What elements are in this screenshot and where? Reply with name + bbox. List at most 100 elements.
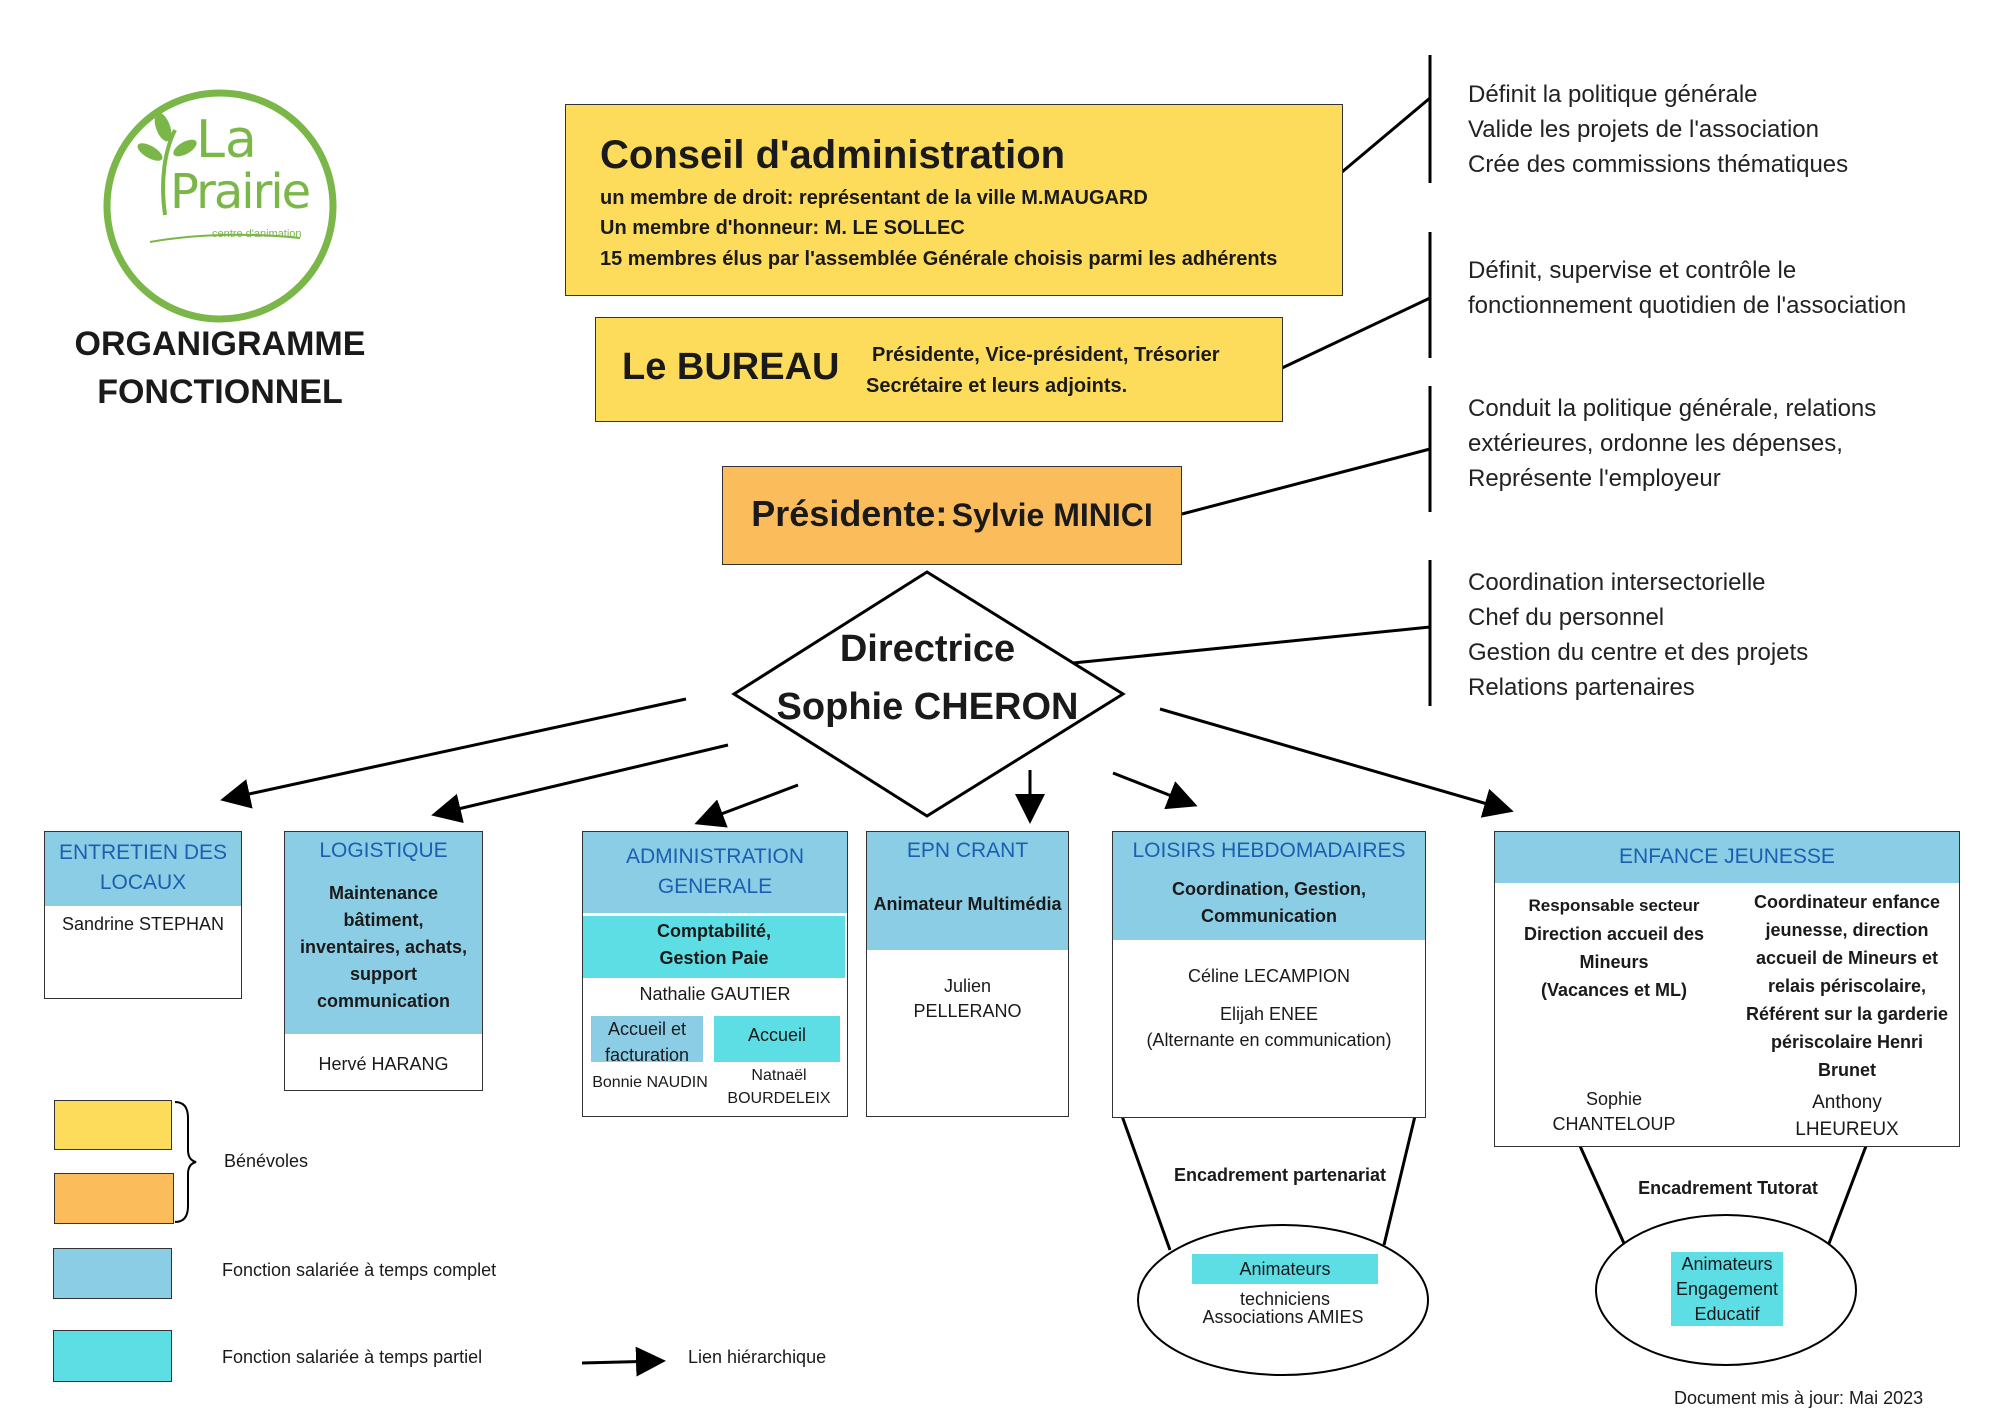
legend-swatch-yellow [54, 1100, 172, 1150]
page-title-line2: FONCTIONNEL [97, 373, 343, 411]
enfance-right-person-2: LHEUREUX [1795, 1119, 1899, 1140]
loisirs-person2: Elijah ENEE [1219, 1004, 1319, 1024]
enfance-right-3: accueil de Mineurs et [1755, 948, 1939, 968]
enfance-left-4: (Vacances et ML) [1540, 980, 1688, 1000]
note-directrice: Coordination intersectorielle Chef du pe… [1468, 565, 1808, 705]
enfance-right-5: Référent sur la garderie [1745, 1004, 1949, 1024]
logistique-person: Hervé HARANG [318, 1054, 449, 1074]
conseil-title: Conseil d'administration [600, 133, 1066, 177]
admin-sub-1: Comptabilité, [656, 921, 771, 941]
note-bureau-1: Définit, supervise et contrôle le [1468, 257, 1797, 284]
loisirs-sub-1: Coordination, Gestion, [1172, 879, 1366, 899]
legend-benevoles: Bénévoles [224, 1151, 309, 1171]
conseil-line2: Un membre d'honneur: M. LE SOLLEC [600, 217, 965, 239]
loisirs-sub-2: Communication [1200, 906, 1337, 926]
logo-text-prairie: Prairie [170, 164, 311, 220]
admin-person1: Nathalie GAUTIER [639, 984, 791, 1004]
admin-person2: Bonnie NAUDIN [592, 1074, 708, 1091]
legend-lien: Lien hiérarchique [688, 1347, 827, 1367]
epn-person-2: PELLERANO [913, 1001, 1022, 1021]
logo-text-la: La [196, 110, 257, 170]
note-directrice-3: Gestion du centre et des projets [1468, 639, 1809, 666]
admin-title-2: GENERALE [657, 875, 773, 898]
note-directrice-4: Relations partenaires [1468, 674, 1695, 701]
admin-accueil: Accueil [714, 1016, 840, 1062]
legend-swatch-orange [54, 1173, 174, 1224]
note-conseil: Définit la politique générale Valide les… [1468, 77, 1848, 182]
enfance-left-person-1: Sophie [1585, 1089, 1643, 1109]
partenariat-teal: Animateurs techniciens [1192, 1254, 1378, 1309]
conseil-line1: un membre de droit: représentant de la v… [600, 187, 1148, 209]
note-bureau-2: fonctionnement quotidien de l'associatio… [1468, 292, 1907, 319]
note-presidente: Conduit la politique générale, relations… [1468, 391, 1876, 496]
bureau-line2: Secrétaire et leurs adjoints. [866, 375, 1128, 397]
logistique-desc-4: support [350, 964, 417, 984]
note-conseil-1: Définit la politique générale [1468, 81, 1758, 108]
logistique-desc-5: communication [316, 991, 450, 1011]
presidente-name: Sylvie MINICI [951, 497, 1153, 533]
admin-accueil-fact: Accueil et facturation [591, 1016, 703, 1065]
dept-admin: ADMINISTRATION GENERALE Comptabilité, Ge… [582, 831, 848, 1117]
presidente-label: Présidente: [751, 493, 948, 534]
entretien-person: Sandrine STEPHAN [61, 914, 225, 934]
note-presidente-3: Représente l'employeur [1468, 465, 1721, 492]
note-conseil-3: Crée des commissions thématiques [1468, 151, 1849, 178]
enfance-right-person-1: Anthony [1812, 1092, 1882, 1113]
enfance-right-1: Coordinateur enfance [1753, 892, 1941, 912]
logo: La Prairie centre d'animation [160, 110, 311, 250]
partenariat-text: Associations AMIES [1202, 1307, 1364, 1327]
epn-person-1: Julien [943, 976, 992, 996]
legend-swatch-teal [53, 1330, 172, 1382]
page-title-line1: ORGANIGRAMME [74, 325, 366, 363]
admin-accueil-fact-2: facturation [604, 1045, 690, 1065]
tutorat-label: Encadrement Tutorat [1638, 1178, 1818, 1198]
dept-logistique: LOGISTIQUE Maintenance bâtiment, inventa… [284, 831, 483, 1091]
conseil-line3: 15 membres élus par l'assemblée Générale… [600, 248, 1278, 270]
legend-complet: Fonction salariée à temps complet [222, 1260, 497, 1280]
enfance-right-6: périscolaire Henri [1770, 1032, 1924, 1052]
legend-swatch-blue [53, 1248, 172, 1299]
page-title: ORGANIGRAMME FONCTIONNEL [50, 320, 390, 416]
bureau-box: Le BUREAU Présidente, Vice-président, Tr… [595, 317, 1283, 422]
conseil-box: Conseil d'administration un membre de dr… [565, 104, 1343, 296]
entretien-title-1: ENTRETIEN DES [58, 841, 228, 864]
directrice-diamond [731, 570, 1126, 818]
enfance-right-4: relais périscolaire, [1767, 976, 1927, 996]
epn-title: EPN CRANT [906, 839, 1029, 862]
dept-epn: EPN CRANT Animateur Multimédia Julien PE… [866, 831, 1069, 1117]
admin-sub-2: Gestion Paie [659, 948, 769, 968]
dept-loisirs: LOISIRS HEBDOMADAIRES Coordination, Gest… [1112, 831, 1426, 1118]
tutorat-teal-2: Engagement [1675, 1279, 1779, 1299]
note-bureau: Définit, supervise et contrôle le foncti… [1468, 253, 1906, 323]
admin-sub: Comptabilité, Gestion Paie [583, 916, 845, 978]
logo-tagline: centre d'animation [212, 228, 302, 240]
enfance-left-3: Mineurs [1579, 952, 1649, 972]
enfance-left-2: Direction accueil des [1523, 924, 1705, 944]
directrice-line1: Directrice [839, 628, 1016, 670]
admin-person3-1: Natnaël [751, 1067, 807, 1084]
note-conseil-2: Valide les projets de l'association [1468, 116, 1819, 143]
logo-circle [103, 89, 337, 323]
logistique-title: LOGISTIQUE [319, 839, 448, 862]
admin-person3-2: BOURDELEIX [727, 1090, 831, 1107]
partenariat-label: Encadrement partenariat [1173, 1165, 1387, 1185]
logistique-desc-3: inventaires, achats, [299, 937, 468, 957]
directrice-line2: Sophie CHERON [776, 686, 1079, 728]
bureau-line1: Présidente, Vice-président, Trésorier [872, 344, 1220, 366]
legend-partiel: Fonction salariée à temps partiel [222, 1347, 483, 1367]
logistique-desc-1: Maintenance [328, 883, 439, 903]
leaf-icon [137, 112, 197, 216]
logistique-desc-2: bâtiment, [343, 910, 424, 930]
tutorat-teal-1: Animateurs [1681, 1254, 1773, 1274]
tutorat-teal-3: Educatif [1694, 1304, 1760, 1324]
enfance-left-person-2: CHANTELOUP [1552, 1114, 1676, 1134]
directrice-text: Directrice Sophie CHERON [740, 620, 1115, 736]
dept-entretien: ENTRETIEN DES LOCAUX Sandrine STEPHAN [44, 831, 242, 999]
loisirs-person2-note: (Alternante en communication) [1146, 1030, 1392, 1050]
note-presidente-2: extérieures, ordonne les dépenses, [1468, 430, 1843, 457]
bureau-title: Le BUREAU [622, 346, 840, 388]
presidente-box: Présidente: Sylvie MINICI [722, 466, 1182, 565]
note-directrice-2: Chef du personnel [1468, 604, 1665, 631]
enfance-right-7: Brunet [1818, 1060, 1876, 1080]
entretien-title-2: LOCAUX [99, 871, 187, 894]
